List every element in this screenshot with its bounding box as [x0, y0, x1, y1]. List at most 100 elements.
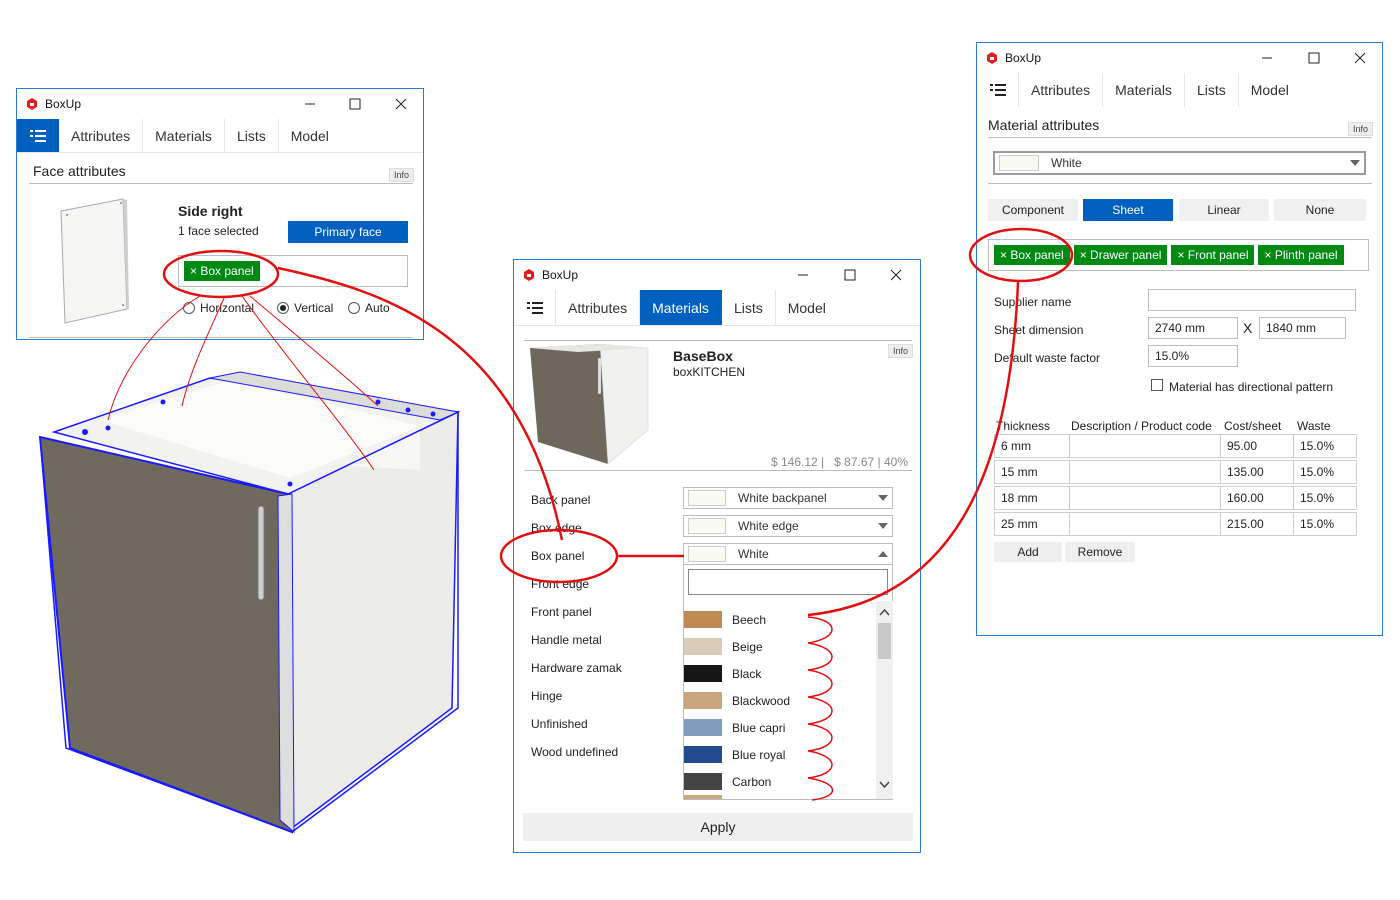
directional-pattern-checkbox[interactable]	[1151, 379, 1163, 391]
divider	[988, 137, 1372, 138]
tab-menu[interactable]	[977, 73, 1019, 107]
apply-button[interactable]: Apply	[523, 813, 913, 841]
info-button[interactable]: Info	[1348, 122, 1374, 136]
table-cell-description[interactable]	[1069, 512, 1221, 536]
waste-factor-input[interactable]: 15.0%	[1148, 345, 1238, 367]
list-menu-icon	[526, 301, 543, 314]
table-cell-thickness[interactable]: 25 mm	[994, 512, 1070, 536]
table-cell-description[interactable]	[1069, 486, 1221, 510]
primary-face-button[interactable]: Primary face	[288, 221, 408, 243]
tab-materials[interactable]: Materials	[1103, 73, 1185, 107]
table-cell-cost[interactable]: 135.00	[1220, 460, 1294, 484]
tab-materials[interactable]: Materials	[640, 290, 722, 325]
table-cell-description[interactable]	[1069, 460, 1221, 484]
dropdown-item-carbon[interactable]: Carbon	[684, 768, 771, 795]
tab-menu[interactable]	[514, 290, 556, 325]
close-button[interactable]	[873, 260, 919, 290]
close-button[interactable]	[1337, 43, 1382, 73]
box-panel-tag[interactable]: × Box panel	[184, 261, 260, 281]
tab-model[interactable]: Model	[1250, 82, 1289, 98]
scroll-up-icon[interactable]	[879, 609, 890, 616]
scroll-down-icon[interactable]	[879, 781, 890, 788]
dropdown-item-beige[interactable]: Beige	[684, 633, 763, 660]
table-cell-waste[interactable]: 15.0%	[1293, 434, 1357, 458]
dropdown-item-blackwood[interactable]: Blackwood	[684, 687, 790, 714]
table-cell-cost[interactable]: 95.00	[1220, 434, 1294, 458]
tab-attributes[interactable]: Attributes	[1019, 73, 1104, 107]
tab-model[interactable]: Model	[787, 299, 826, 316]
material-search-input[interactable]	[688, 569, 888, 595]
tab-materials[interactable]: Materials	[143, 119, 225, 152]
table-cell-thickness[interactable]: 15 mm	[994, 460, 1070, 484]
maximize-button[interactable]	[332, 89, 378, 119]
drawer-panel-tag[interactable]: × Drawer panel	[1073, 245, 1168, 265]
scrollbar-thumb[interactable]	[878, 623, 891, 659]
selection-count: 1 face selected	[178, 224, 259, 238]
table-cell-thickness[interactable]: 18 mm	[994, 486, 1070, 510]
title-bar[interactable]: BoxUp	[17, 89, 423, 119]
sheet-width-input[interactable]: 2740 mm	[1148, 317, 1238, 339]
title-bar[interactable]: BoxUp	[514, 260, 920, 290]
dropdown-item-black[interactable]: Black	[684, 660, 761, 687]
dropdown-list: Beech Beige Black Blackwood Blue capri B…	[684, 601, 876, 799]
type-component[interactable]: Component	[988, 199, 1078, 221]
front-panel-tag[interactable]: × Front panel	[1171, 245, 1255, 265]
face-tag-field[interactable]: × Box panel	[178, 255, 408, 287]
row-label-wood-undefined: Wood undefined	[531, 745, 619, 759]
close-icon	[395, 98, 407, 110]
tab-lists[interactable]: Lists	[225, 119, 279, 152]
model-subtitle: boxKITCHEN	[673, 365, 746, 379]
radio-label: Auto	[365, 301, 390, 315]
table-cell-cost[interactable]: 160.00	[1220, 486, 1294, 510]
box-panel-combo[interactable]: White	[683, 543, 893, 565]
dropdown-scrollbar[interactable]	[876, 601, 893, 799]
row-label-box-edge: Box edge	[531, 521, 582, 535]
type-linear[interactable]: Linear	[1179, 199, 1269, 221]
minimize-button[interactable]	[287, 89, 333, 119]
tab-bar: Attributes Materials Lists Model	[17, 119, 423, 153]
dropdown-item-blue-royal[interactable]: Blue royal	[684, 741, 785, 768]
table-cell-cost[interactable]: 215.00	[1220, 512, 1294, 536]
type-sheet[interactable]: Sheet	[1083, 199, 1173, 221]
info-button[interactable]: Info	[888, 344, 914, 358]
minimize-button[interactable]	[780, 260, 826, 290]
title-bar[interactable]: BoxUp	[977, 43, 1382, 73]
material-swatch	[684, 773, 722, 790]
remove-row-button[interactable]: Remove	[1065, 542, 1135, 562]
supplier-name-input[interactable]	[1148, 289, 1356, 311]
combo-value: White	[738, 547, 769, 561]
maximize-button[interactable]	[1291, 43, 1337, 73]
maximize-icon	[1308, 52, 1320, 64]
back-panel-combo[interactable]: White backpanel	[683, 487, 893, 509]
radio-vertical[interactable]: Vertical	[277, 301, 333, 315]
dropdown-item-blue-capri[interactable]: Blue capri	[684, 714, 785, 741]
table-cell-description[interactable]	[1069, 434, 1221, 458]
item-label: Blue royal	[732, 747, 786, 762]
list-menu-icon	[29, 129, 46, 142]
add-row-button[interactable]: Add	[994, 542, 1062, 562]
table-cell-thickness[interactable]: 6 mm	[994, 434, 1070, 458]
table-cell-waste[interactable]: 15.0%	[1293, 486, 1357, 510]
box-edge-combo[interactable]: White edge	[683, 515, 893, 537]
type-none[interactable]: None	[1274, 199, 1366, 221]
tab-menu[interactable]	[17, 119, 59, 152]
tab-attributes[interactable]: Attributes	[59, 119, 144, 152]
sheet-height-input[interactable]: 1840 mm	[1259, 317, 1346, 339]
table-cell-waste[interactable]: 15.0%	[1293, 460, 1357, 484]
dropdown-item-beech[interactable]: Beech	[684, 606, 766, 633]
box-panel-tag[interactable]: × Box panel	[994, 245, 1070, 265]
radio-horizontal[interactable]: Horizontal	[183, 301, 254, 315]
maximize-button[interactable]	[827, 260, 873, 290]
tab-lists[interactable]: Lists	[722, 290, 776, 325]
minimize-button[interactable]	[1244, 43, 1290, 73]
tab-model[interactable]: Model	[290, 127, 329, 144]
table-cell-waste[interactable]: 15.0%	[1293, 512, 1357, 536]
radio-auto[interactable]: Auto	[348, 301, 390, 315]
info-button[interactable]: Info	[389, 168, 415, 182]
close-button[interactable]	[378, 89, 423, 119]
material-tag-field[interactable]: × Box panel × Drawer panel × Front panel…	[988, 239, 1369, 271]
tab-attributes[interactable]: Attributes	[556, 290, 641, 325]
tab-lists[interactable]: Lists	[1185, 73, 1239, 107]
material-select[interactable]: White	[993, 151, 1366, 175]
plinth-panel-tag[interactable]: × Plinth panel	[1258, 245, 1344, 265]
